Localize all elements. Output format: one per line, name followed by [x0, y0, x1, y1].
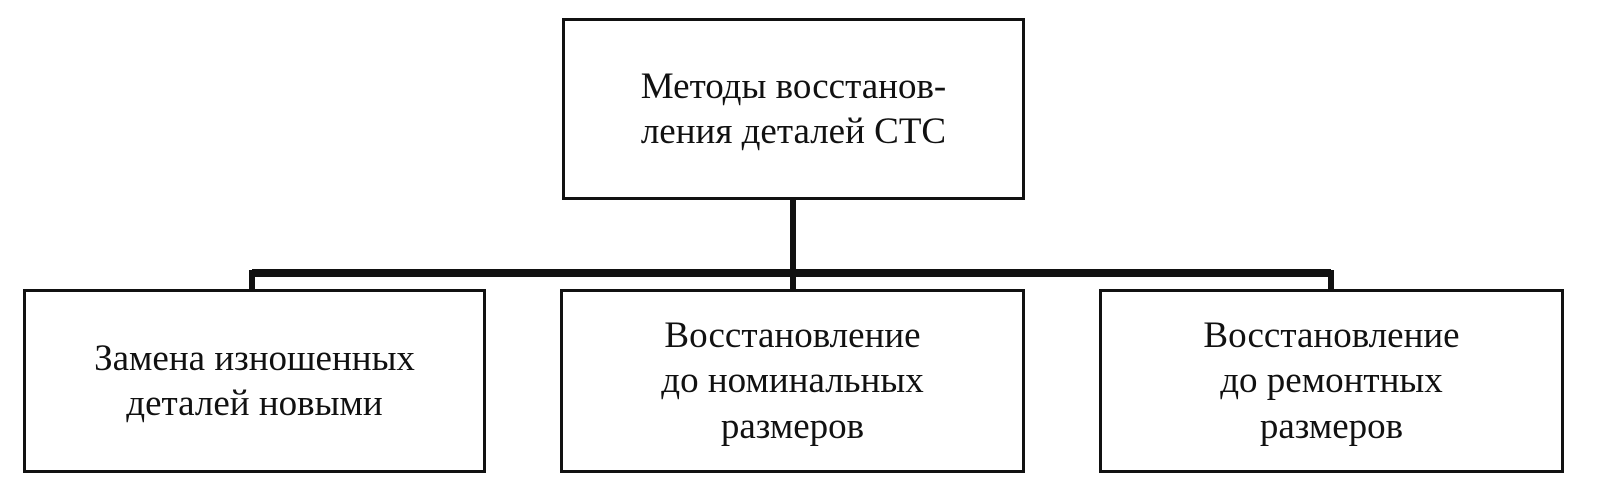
child-node-repair-box: Восстановление до ремонтных размеров	[1099, 289, 1564, 473]
child-node-replacement-line-1: Замена изношенных	[94, 337, 415, 379]
child-node-replacement-box: Замена изношенных деталей новыми	[23, 289, 486, 473]
child-node-repair-line-2: до ремонтных	[1220, 360, 1443, 402]
root-node-line-1: Методы восстанов-	[640, 65, 947, 107]
root-node-line-2: ления деталей СТС	[640, 111, 947, 152]
child-node-nominal-line-3: размеров	[720, 405, 865, 447]
child-node-nominal-line-1: Восстановление	[664, 315, 921, 357]
child-node-repair-line-3: размеров	[1259, 405, 1404, 447]
child-node-replacement-text: Замена изношенных деталей новыми	[94, 336, 415, 426]
child-node-repair-line-1: Восстановление	[1203, 315, 1460, 357]
root-node-box: Методы восстанов- ления деталей СТС	[562, 18, 1025, 200]
child-node-nominal-line-2: до номинальных	[661, 360, 924, 402]
child-node-replacement-line-2: деталей новыми	[126, 383, 383, 424]
child-node-nominal-text: Восстановление до номинальных размеров	[661, 313, 923, 448]
root-node-text: Методы восстанов- ления деталей СТС	[641, 64, 947, 154]
child-node-repair-text: Восстановление до ремонтных размеров	[1203, 313, 1459, 448]
child-node-nominal-box: Восстановление до номинальных размеров	[560, 289, 1025, 473]
